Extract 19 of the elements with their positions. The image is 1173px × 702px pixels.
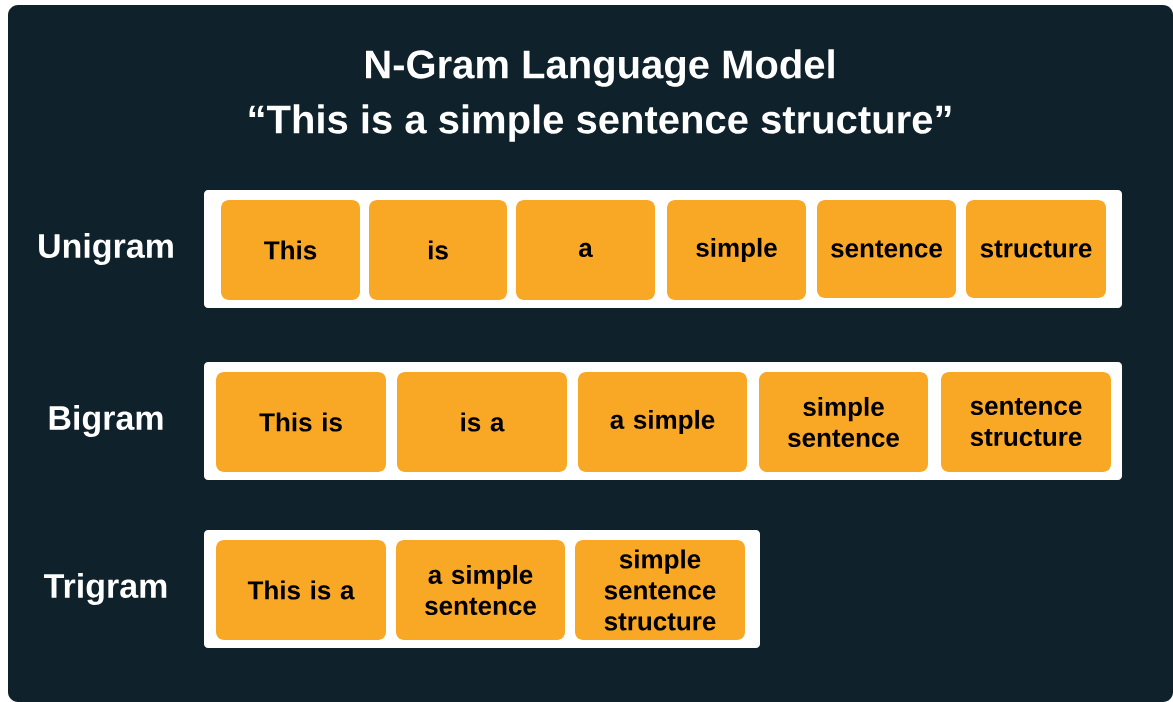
token-box: simple sentence [759,372,928,472]
token-box: a [516,200,655,300]
subtitle: “This is a simple sentence structure” [249,104,951,142]
title: N-Gram Language Model [366,49,834,87]
token-box: a simple [578,372,747,472]
token-box: sentence [817,200,956,298]
row-label: Unigram [39,233,173,265]
row-label: Bigram [49,405,163,437]
token-box: is a [397,372,567,472]
token-box: sentence structure [941,372,1111,472]
token-box: structure [966,200,1106,298]
token-box: simple [667,200,806,300]
row-label: Trigram [44,573,167,605]
token-box: is [369,200,507,300]
token-box: This is a [216,540,386,640]
token-box: This is [216,372,386,472]
token-box: simple sentence structure [575,540,745,640]
token-box: a simple sentence [396,540,565,640]
token-box: This [221,200,360,300]
